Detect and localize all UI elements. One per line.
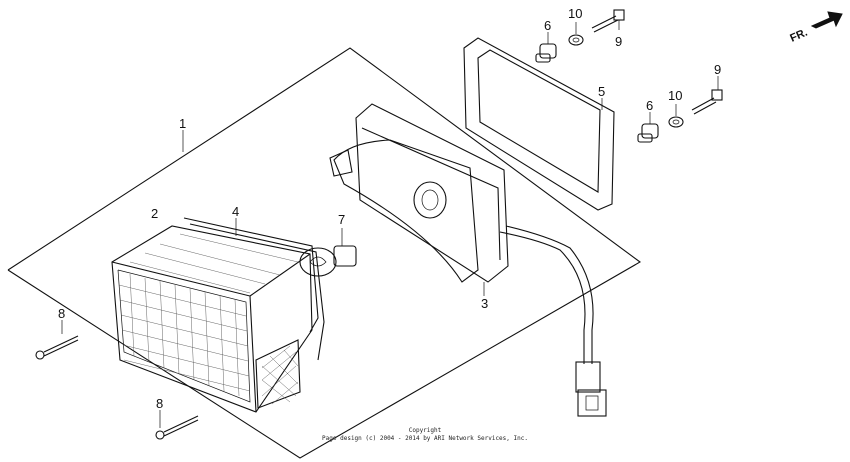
callout-9-upper: 9	[615, 34, 622, 49]
callout-4: 4	[232, 204, 239, 219]
callout-10-upper: 10	[568, 6, 582, 21]
screw-upper	[591, 9, 625, 33]
copyright-line-2: Page design (c) 2004 - 2014 by ARI Netwo…	[322, 435, 528, 442]
callout-6-upper: 6	[544, 18, 551, 33]
lens-screw-bottom	[155, 410, 199, 440]
direction-indicator: FR.	[788, 11, 843, 45]
callout-6-lower: 6	[646, 98, 653, 113]
callout-8-bottom: 8	[156, 396, 163, 411]
lens	[111, 225, 313, 413]
washer-lower	[668, 104, 684, 128]
callout-8-left: 8	[58, 306, 65, 321]
callout-3: 3	[481, 296, 488, 311]
lens-frame	[463, 37, 615, 211]
wire-harness	[499, 225, 607, 417]
direction-label: FR.	[788, 27, 809, 45]
callout-5: 5	[598, 84, 605, 99]
grommet-lower	[637, 112, 659, 143]
callout-7: 7	[338, 212, 345, 227]
lens-screw-left	[35, 320, 79, 360]
callout-9-lower: 9	[714, 62, 721, 77]
direction-arrow-icon	[810, 11, 843, 29]
callout-1: 1	[179, 116, 186, 131]
copyright-line-1: Copyright	[409, 427, 442, 434]
gasket	[183, 217, 325, 361]
bulb	[299, 228, 357, 277]
callout-10-lower: 10	[668, 88, 682, 103]
base-housing	[329, 103, 509, 296]
callout-2: 2	[151, 206, 158, 221]
screw-lower	[691, 76, 723, 115]
washer-upper	[568, 22, 584, 46]
grommet-upper	[535, 32, 557, 63]
assembly-outline	[7, 47, 642, 459]
